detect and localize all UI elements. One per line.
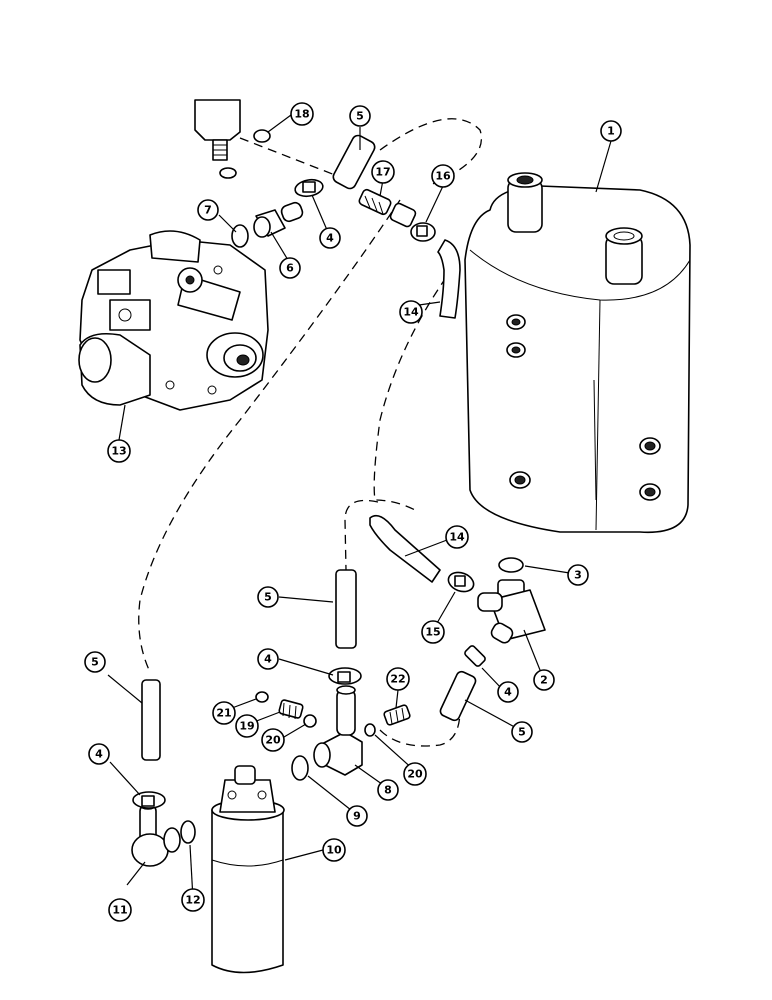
callout-17: 17 [371,160,395,184]
svg-text:2: 2 [540,674,548,687]
o-ring-20a-icon [303,714,317,728]
svg-text:21: 21 [216,707,231,720]
svg-text:15: 15 [425,626,440,639]
svg-text:18: 18 [294,108,309,121]
flow-line-tank-to-tee [373,264,456,511]
flow-line-pump-to-filter [138,199,401,673]
callout-5-mid: 5 [257,586,279,608]
hose-5-left-icon [141,679,161,761]
svg-text:5: 5 [264,591,272,604]
o-ring-9-icon [291,755,309,781]
callout-18: 18 [290,102,314,126]
svg-text:4: 4 [95,748,103,761]
hydraulic-reservoir-tank-icon [464,172,691,534]
svg-text:16: 16 [435,170,451,183]
hose-clamp-15-icon [447,571,475,593]
svg-text:12: 12 [185,894,200,907]
svg-text:4: 4 [326,232,334,245]
fitting-6-icon [253,201,304,238]
hose-5-mid-icon [335,569,357,649]
svg-text:1: 1 [607,125,615,138]
svg-text:9: 9 [353,810,361,823]
svg-text:19: 19 [239,720,254,733]
callout-15: 15 [421,620,445,644]
o-ring-21-icon [255,691,269,703]
callout-8: 8 [377,779,399,801]
callout-11: 11 [108,898,132,922]
callout-4-mid: 4 [257,648,279,670]
svg-text:17: 17 [375,166,390,179]
callout-22: 22 [386,667,410,691]
flow-line-return-top [379,118,482,186]
hose-14-bottom-icon [369,514,441,583]
o-ring-12-icon [180,820,196,844]
fitting-small-icon [464,645,486,667]
o-ring-3-icon [498,557,524,573]
callout-13: 13 [107,439,131,463]
callout-9: 9 [346,805,368,827]
hose-14-top-icon [437,239,461,319]
o-ring-7-icon [231,224,249,248]
svg-text:5: 5 [356,110,364,123]
hose-clamp-16-icon [410,222,436,242]
svg-text:14: 14 [449,531,465,544]
callout-14-top: 14 [399,300,423,324]
callout-19: 19 [235,714,259,738]
callout-20-left: 20 [261,728,285,752]
callout-12: 12 [181,888,205,912]
oil-filter-icon [211,765,285,974]
hose-clamp-4-left-icon [132,791,166,809]
svg-text:22: 22 [390,673,405,686]
flow-line-top [239,137,336,176]
flow-lines [138,118,482,747]
flow-line-filter-return [379,709,461,747]
callout-5-right: 5 [511,721,533,743]
svg-text:4: 4 [264,653,272,666]
callout-14-bottom: 14 [445,525,469,549]
callout-1: 1 [600,120,622,142]
svg-text:3: 3 [574,569,582,582]
svg-text:4: 4 [504,686,512,699]
svg-text:14: 14 [403,306,419,319]
callout-20-right: 20 [403,762,427,786]
callout-5-left: 5 [84,651,106,673]
svg-text:11: 11 [112,904,127,917]
hose-clamp-4-top-icon [294,178,324,198]
tee-fitting-2-icon [477,579,546,644]
callout-16: 16 [431,164,455,188]
svg-text:20: 20 [265,734,281,747]
callout-4-left: 4 [88,743,110,765]
svg-text:5: 5 [91,656,99,669]
flow-line-loop [344,499,379,571]
svg-text:6: 6 [286,262,294,275]
elbow-fitting-11-icon [131,800,181,867]
callout-3: 3 [567,564,589,586]
o-ring-20b-icon [364,723,376,737]
svg-text:8: 8 [384,784,392,797]
callout-4-top: 4 [319,227,341,249]
callout-7: 7 [197,199,219,221]
hose-clamp-4-mid-icon [328,667,362,685]
fitting-19-icon [278,699,304,720]
callout-2: 2 [533,669,555,691]
fitting-17-icon [358,188,417,228]
fitting-22-icon [383,704,411,726]
svg-text:20: 20 [407,768,423,781]
hydrostatic-pump-icon [78,230,269,411]
svg-text:7: 7 [204,204,212,217]
svg-text:13: 13 [111,445,126,458]
callout-21: 21 [212,701,236,725]
svg-text:10: 10 [326,844,342,857]
hose-5-right-icon [439,670,477,722]
svg-text:5: 5 [518,726,526,739]
callout-4-right: 4 [497,681,519,703]
callout-5-top: 5 [349,105,371,127]
callout-10: 10 [322,838,346,862]
o-ring-18-icon [253,129,271,143]
hose-5-top-icon [332,134,376,190]
elbow-fitting-8-icon [313,685,363,776]
callout-6: 6 [279,257,301,279]
valve-block-icon [194,99,241,179]
